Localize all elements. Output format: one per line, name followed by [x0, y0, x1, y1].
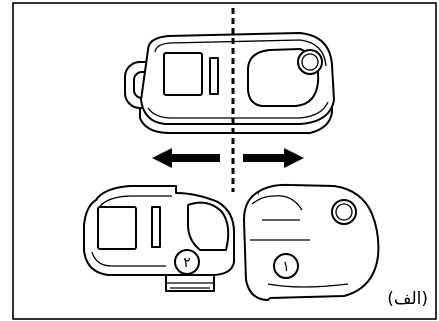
callout-1-label: ۱	[282, 259, 290, 275]
assembled-key-fob	[125, 33, 334, 133]
left-arrow	[152, 148, 220, 168]
pull-apart-arrows	[152, 148, 304, 168]
right-arrow	[243, 148, 304, 168]
part-2-housing	[84, 186, 234, 291]
part-1-housing	[244, 185, 378, 300]
figure-caption: (الف)	[387, 289, 428, 309]
release-slot	[210, 58, 218, 94]
battery-window	[164, 53, 202, 95]
callout-2-label: ۲	[183, 255, 191, 271]
